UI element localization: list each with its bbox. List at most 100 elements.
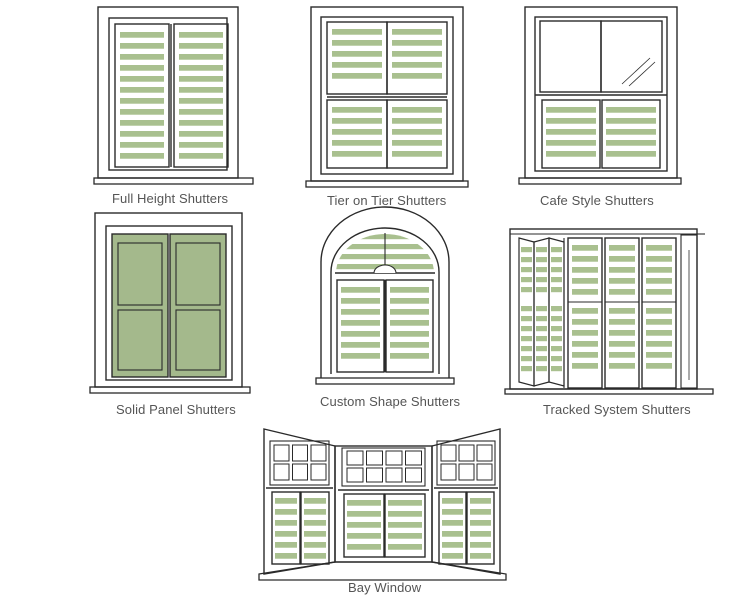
louvre-slat <box>606 140 656 146</box>
louvre-slat <box>609 330 635 336</box>
glazing-bar-pane <box>310 463 327 481</box>
louvre-slat <box>551 366 562 372</box>
louvre-slat <box>442 509 463 515</box>
shutter-panel <box>385 279 434 373</box>
louvre-slat <box>521 277 532 283</box>
glazing-bar-pane <box>440 463 457 481</box>
louvre-slat <box>341 320 380 326</box>
louvre-slat <box>551 257 562 263</box>
louvre-slat <box>179 109 223 115</box>
louvre-slat <box>609 267 635 273</box>
full-height-shutters-label: Full Height Shutters <box>112 191 229 206</box>
glazing-bar-pane <box>440 444 457 462</box>
lower-tier-panel <box>386 99 448 169</box>
louvre-slat <box>390 342 429 348</box>
louvre-slat <box>388 500 422 506</box>
louvre-slat <box>332 107 382 113</box>
louvre-slat <box>179 65 223 71</box>
glazing-bar-pane <box>458 463 475 481</box>
louvre-slat <box>120 76 164 82</box>
louvre-slat <box>572 256 598 262</box>
louvre-slat <box>546 151 596 157</box>
louvre-slat <box>572 330 598 336</box>
louvre-slat <box>390 320 429 326</box>
raised-panel-lower <box>175 309 221 371</box>
louvre-slat <box>332 62 382 68</box>
inner-window-frame <box>320 16 454 175</box>
louvre-slat <box>392 118 442 124</box>
louvre-slat <box>392 73 442 79</box>
glazing-bar-pane <box>273 444 290 462</box>
louvre-slat <box>536 366 547 372</box>
louvre-slat <box>521 366 532 372</box>
bay-sill <box>258 561 507 581</box>
louvre-slat <box>606 151 656 157</box>
louvre-slat <box>521 306 532 312</box>
cafe-shutter-panel <box>541 99 601 169</box>
inner-window-frame <box>105 225 233 381</box>
louvre-slat <box>120 153 164 159</box>
louvre-slat <box>442 542 463 548</box>
louvre-slat <box>179 87 223 93</box>
louvre-slat <box>470 520 491 526</box>
upper-tier-panel <box>386 21 448 95</box>
fanlight-hub <box>373 264 397 274</box>
louvre-slat <box>120 32 164 38</box>
louvre-slat <box>521 257 532 263</box>
louvre-slat <box>341 353 380 359</box>
window-sill <box>93 177 254 185</box>
louvre-slat <box>304 553 326 559</box>
glazing-bar-pane <box>405 450 422 466</box>
raised-panel-upper <box>117 242 163 306</box>
louvre-slat <box>390 287 429 293</box>
louvre-slat <box>551 316 562 322</box>
louvre-slat <box>120 98 164 104</box>
louvre-slat <box>392 107 442 113</box>
top-light-frame <box>269 440 330 486</box>
shutter-panel <box>173 23 229 168</box>
louvre-slat <box>521 247 532 253</box>
louvre-slat <box>120 54 164 60</box>
louvre-slat <box>521 267 532 273</box>
tracked-panel <box>641 237 677 389</box>
louvre-slat <box>551 247 562 253</box>
louvre-slat <box>442 498 463 504</box>
louvre-slat <box>646 245 672 251</box>
louvre-slat <box>536 306 547 312</box>
louvre-slat <box>304 531 326 537</box>
louvre-slat <box>470 542 491 548</box>
louvre-slat <box>347 544 381 550</box>
louvre-slat <box>179 43 223 49</box>
louvre-slat <box>551 336 562 342</box>
glazing-bar-pane <box>405 467 422 483</box>
louvre-slat <box>609 289 635 295</box>
louvre-slat <box>646 256 672 262</box>
louvre-slat <box>332 29 382 35</box>
louvre-slat <box>304 509 326 515</box>
louvre-slat <box>388 533 422 539</box>
louvre-slat <box>572 267 598 273</box>
louvre-slat <box>536 257 547 263</box>
louvre-slat <box>646 341 672 347</box>
louvre-slat <box>536 336 547 342</box>
louvre-slat <box>646 267 672 273</box>
louvre-slat <box>275 553 297 559</box>
bay-shutter-panel <box>343 493 385 558</box>
bay-shutter-panel <box>271 491 301 565</box>
louvre-slat <box>536 267 547 273</box>
louvre-slat <box>179 54 223 60</box>
bay-window-illustration <box>258 428 507 581</box>
louvre-slat <box>606 118 656 124</box>
louvre-slat <box>390 309 429 315</box>
louvre-slat <box>179 120 223 126</box>
louvre-slat <box>572 341 598 347</box>
louvre-slat <box>536 356 547 362</box>
louvre-slat <box>332 73 382 79</box>
louvre-slat <box>347 522 381 528</box>
upper-glass-pane <box>539 20 602 93</box>
louvre-slat <box>341 309 380 315</box>
louvre-slat <box>390 298 429 304</box>
glazing-bar-pane <box>310 444 327 462</box>
louvre-slat <box>609 319 635 325</box>
